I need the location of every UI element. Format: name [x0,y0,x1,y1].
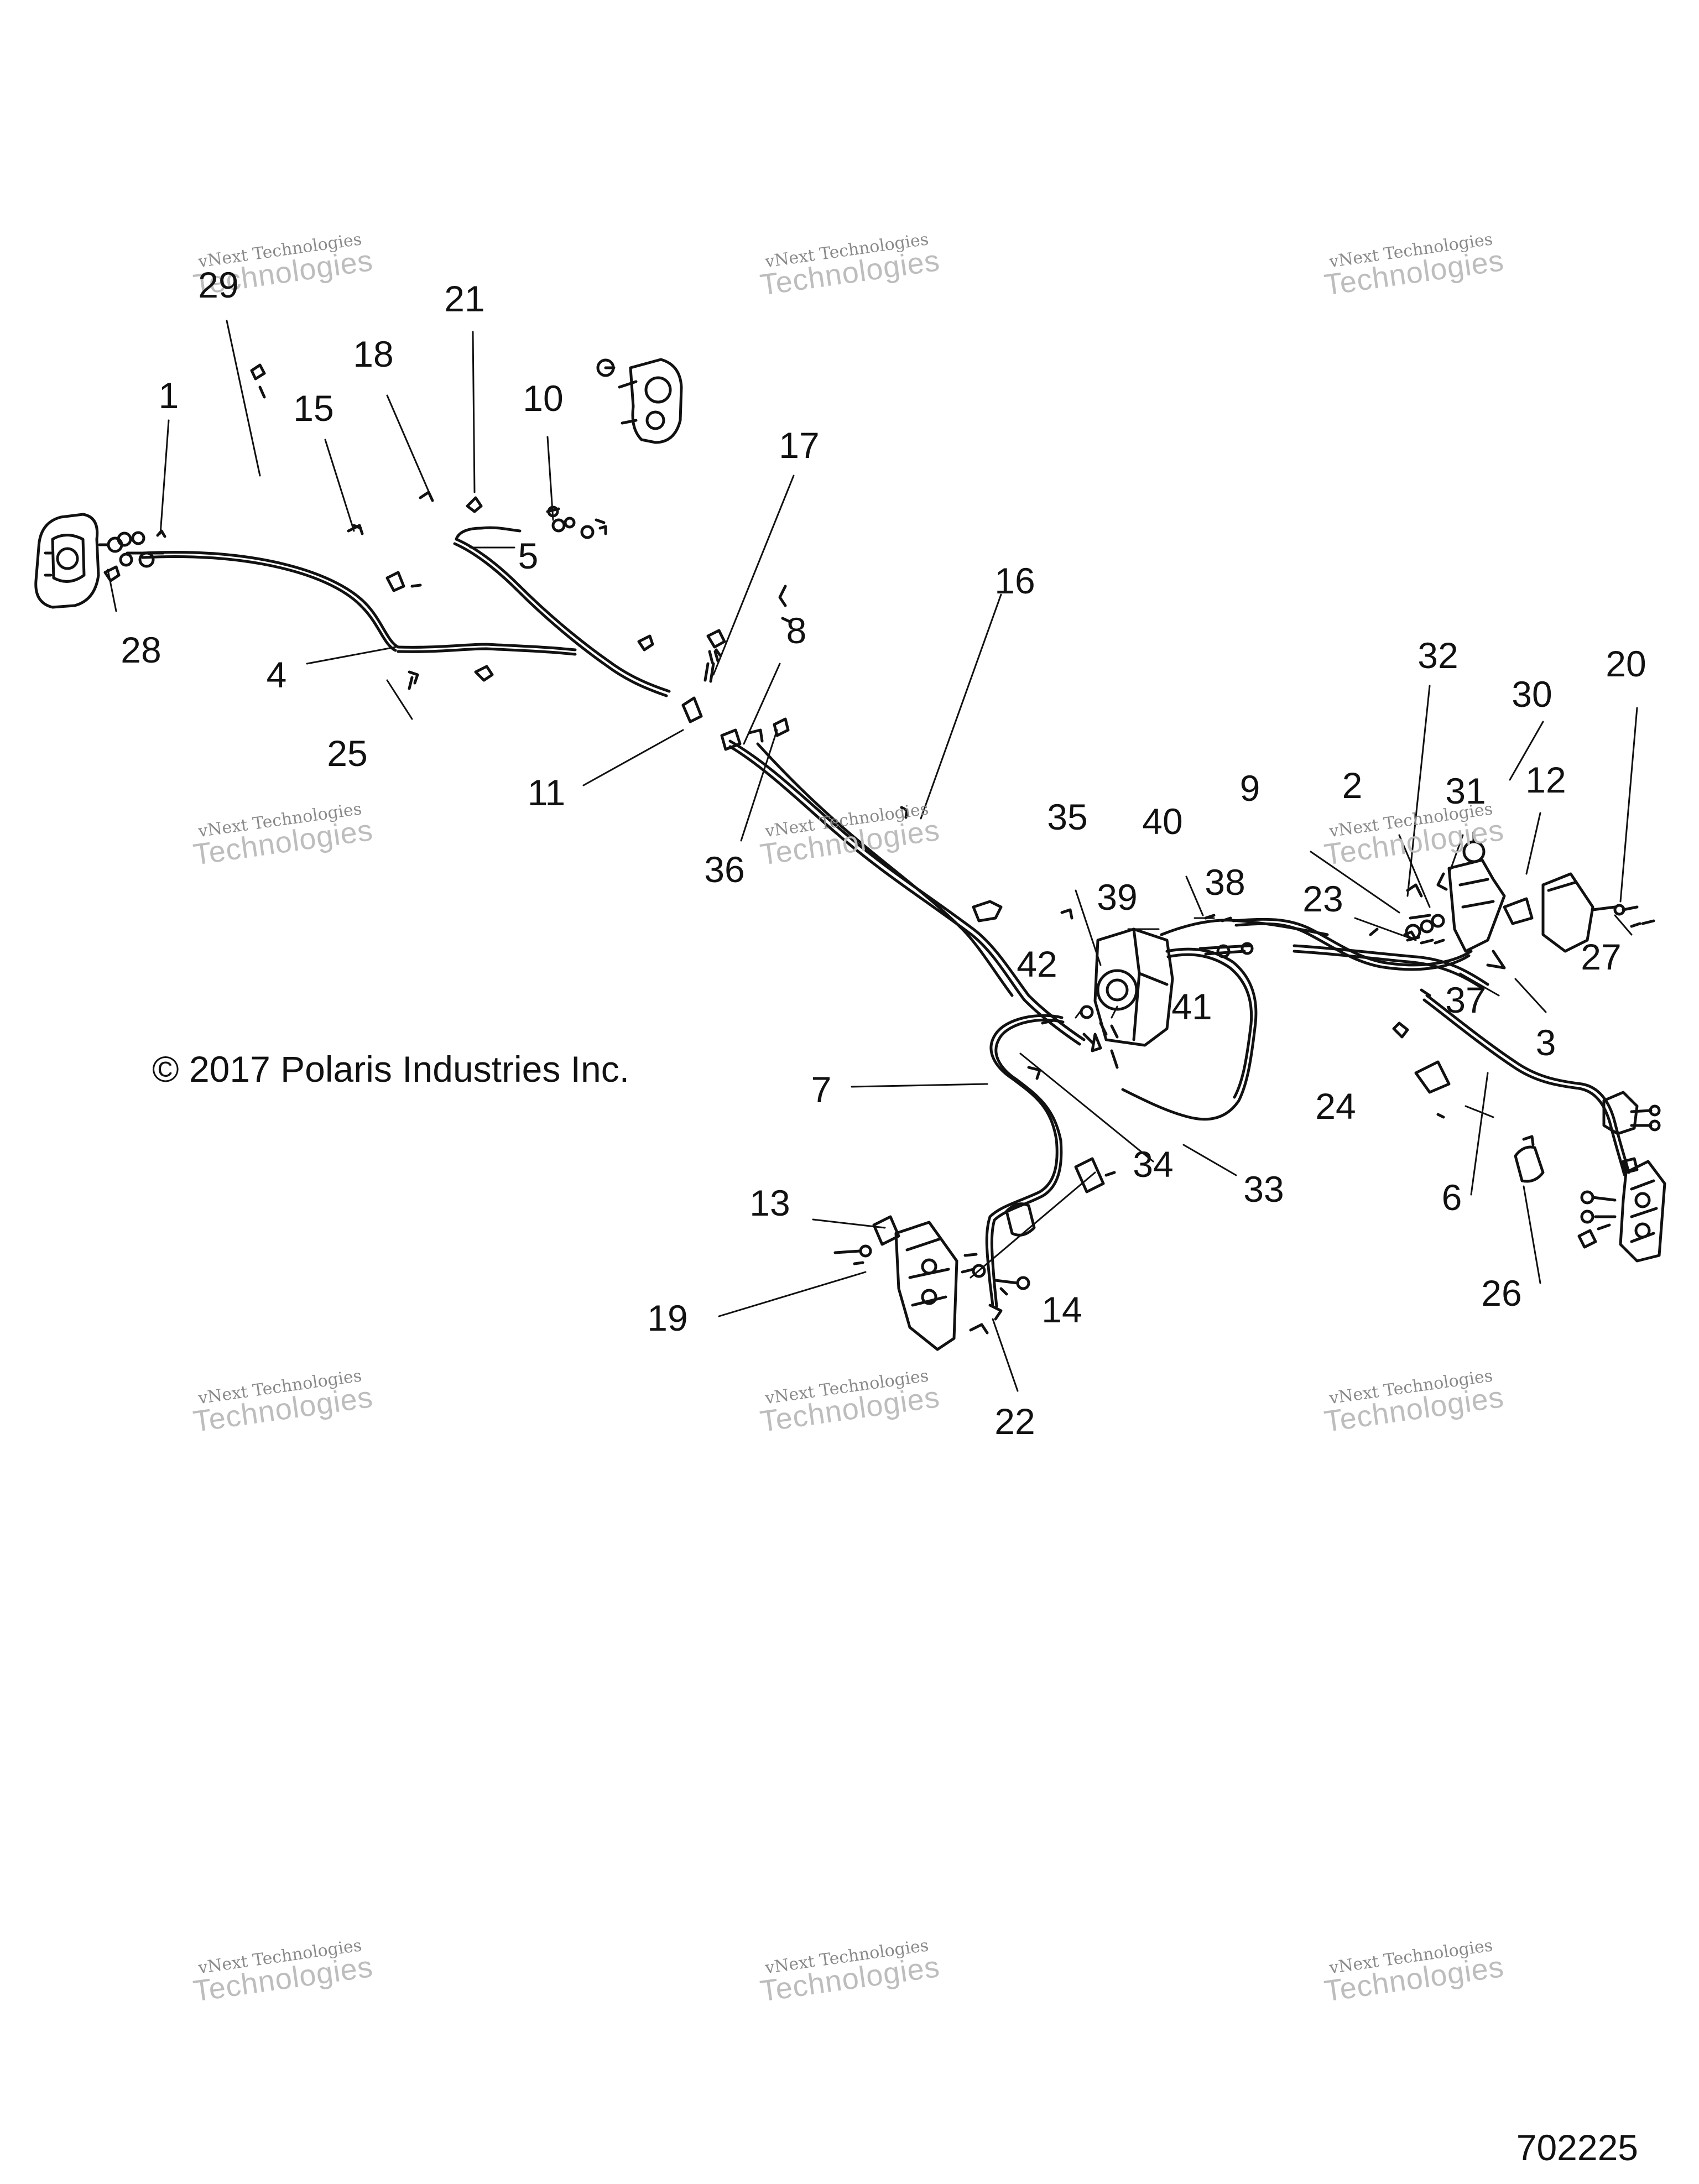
callout-2[interactable]: 2 [1342,765,1363,806]
callout-26[interactable]: 26 [1481,1273,1522,1313]
callout-17[interactable]: 17 [779,425,820,466]
callout-41[interactable]: 41 [1171,986,1212,1027]
diagram-number: 702225 [1516,2127,1638,2168]
callout-9[interactable]: 9 [1239,768,1260,809]
callout-10[interactable]: 10 [523,378,564,419]
front-left-brake-line [141,550,577,656]
callout-7[interactable]: 7 [811,1069,832,1110]
callout-33[interactable]: 33 [1243,1169,1284,1210]
mounting-bracket [1541,872,1655,953]
master-cylinder [1405,831,1534,969]
callout-5[interactable]: 5 [518,535,539,576]
callout-18[interactable]: 18 [353,333,394,374]
callout-22[interactable]: 22 [994,1401,1035,1442]
callout-3[interactable]: 3 [1535,1022,1556,1063]
center-brake-lines [703,585,1086,1046]
callout-39[interactable]: 39 [1097,877,1138,918]
callout-14[interactable]: 14 [1041,1289,1082,1330]
callout-23[interactable]: 23 [1302,878,1343,919]
callout-40[interactable]: 40 [1142,801,1183,842]
copyright-notice: © 2017 Polaris Industries Inc. [152,1049,630,1090]
callout-11[interactable]: 11 [527,772,566,813]
callout-42[interactable]: 42 [1017,944,1057,984]
callout-38[interactable]: 38 [1205,862,1245,903]
leader-lines [107,320,1638,1392]
callout-29[interactable]: 29 [198,264,239,305]
rear-right-clips [1392,1021,1545,1183]
callout-6[interactable]: 6 [1441,1177,1462,1218]
front-right-caliper [618,358,683,444]
callout-35[interactable]: 35 [1047,796,1088,837]
callout-37[interactable]: 37 [1445,979,1486,1020]
callout-4[interactable]: 4 [266,654,287,695]
rear-left-brake-line [985,1014,1094,1308]
callout-34[interactable]: 34 [1133,1144,1174,1185]
callout-36[interactable]: 36 [704,849,745,890]
front-crossover-line [453,526,671,697]
callout-15[interactable]: 15 [293,388,334,429]
callout-31[interactable]: 31 [1445,770,1486,811]
rear-left-caliper [833,1215,1030,1351]
callout-12[interactable]: 12 [1525,759,1566,800]
callout-19[interactable]: 19 [647,1297,688,1338]
callout-28[interactable]: 28 [121,629,161,670]
callout-27[interactable]: 27 [1581,936,1622,977]
front-left-caliper [34,513,100,609]
callout-1[interactable]: 1 [158,375,179,416]
callout-25[interactable]: 25 [327,733,368,774]
callout-24[interactable]: 24 [1315,1086,1356,1127]
abs-lines [1121,914,1489,1121]
callout-20[interactable]: 20 [1606,643,1646,684]
callout-16[interactable]: 16 [994,560,1035,601]
callout-32[interactable]: 32 [1417,635,1458,676]
callout-8[interactable]: 8 [786,610,807,651]
callout-13[interactable]: 13 [749,1182,790,1223]
rear-right-caliper [1577,1091,1666,1263]
callout-30[interactable]: 30 [1512,674,1552,715]
callout-21[interactable]: 21 [444,278,485,319]
